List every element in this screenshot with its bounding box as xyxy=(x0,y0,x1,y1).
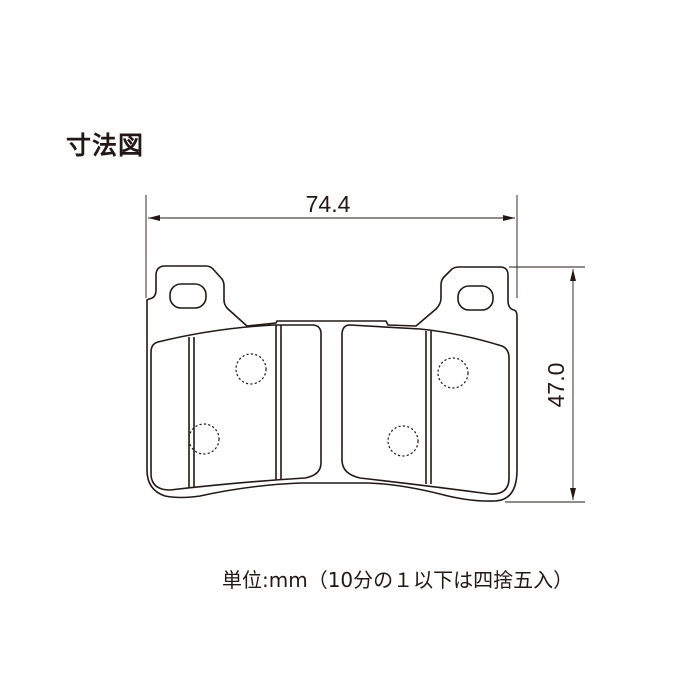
piston-circle xyxy=(188,423,220,455)
right-friction-pad xyxy=(341,324,510,495)
height-label: 47.0 xyxy=(543,363,569,408)
unit-note: 単位:mm（10分の１以下は四捨五入） xyxy=(222,568,574,592)
piston-circle xyxy=(437,357,469,389)
width-label: 74.4 xyxy=(306,191,351,217)
left-friction-pad xyxy=(150,324,322,491)
right-mounting-hole xyxy=(457,285,494,311)
left-mounting-hole xyxy=(169,283,207,309)
diagram-title: 寸法図 xyxy=(66,131,145,160)
piston-circle xyxy=(387,425,419,457)
backing-plate-outline xyxy=(146,265,518,502)
height-dimension: 47.0 xyxy=(505,266,585,503)
piston-circle xyxy=(235,353,267,385)
width-dimension: 74.4 xyxy=(145,191,518,298)
